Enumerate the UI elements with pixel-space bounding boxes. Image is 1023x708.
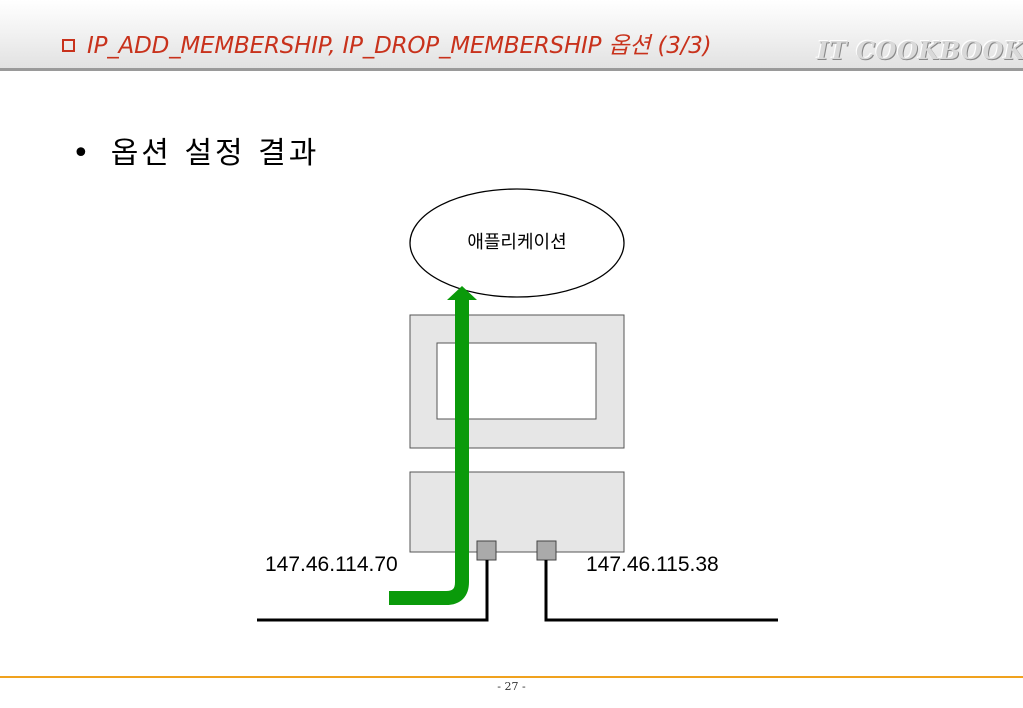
header-bar [0,0,1023,68]
interface-left-ip: 147.46.114.70 [265,553,398,576]
slide-title: IP_ADD_MEMBERSHIP, IP_DROP_MEMBERSHIP 옵션… [62,26,712,60]
interface-right-ip: 147.46.115.38 [586,553,719,576]
brand-logo: IT COOKBOOK [817,36,1023,65]
interface-right-port [536,540,557,561]
packet-flow-arrow [389,300,469,605]
bullet-dot: • [72,136,93,171]
network-wire-left [257,560,489,622]
slide-title-text: IP_ADD_MEMBERSHIP, IP_DROP_MEMBERSHIP 옵션… [87,33,712,59]
page-number: - 27 - [497,680,526,693]
application-ellipse [409,188,625,298]
network-stack-box [409,471,625,553]
bullet-text: 옵션 설정 결과 [110,136,320,171]
interface-left-port [476,540,497,561]
header-divider [0,68,1023,71]
bullet-item: • 옵션 설정 결과 [72,128,319,172]
network-wire-right [544,560,778,622]
application-label: 애플리케이션 [467,232,567,253]
checkbox-bullet-icon [62,39,75,52]
packet-flow-arrowhead [447,286,477,300]
footer-divider [0,676,1023,678]
